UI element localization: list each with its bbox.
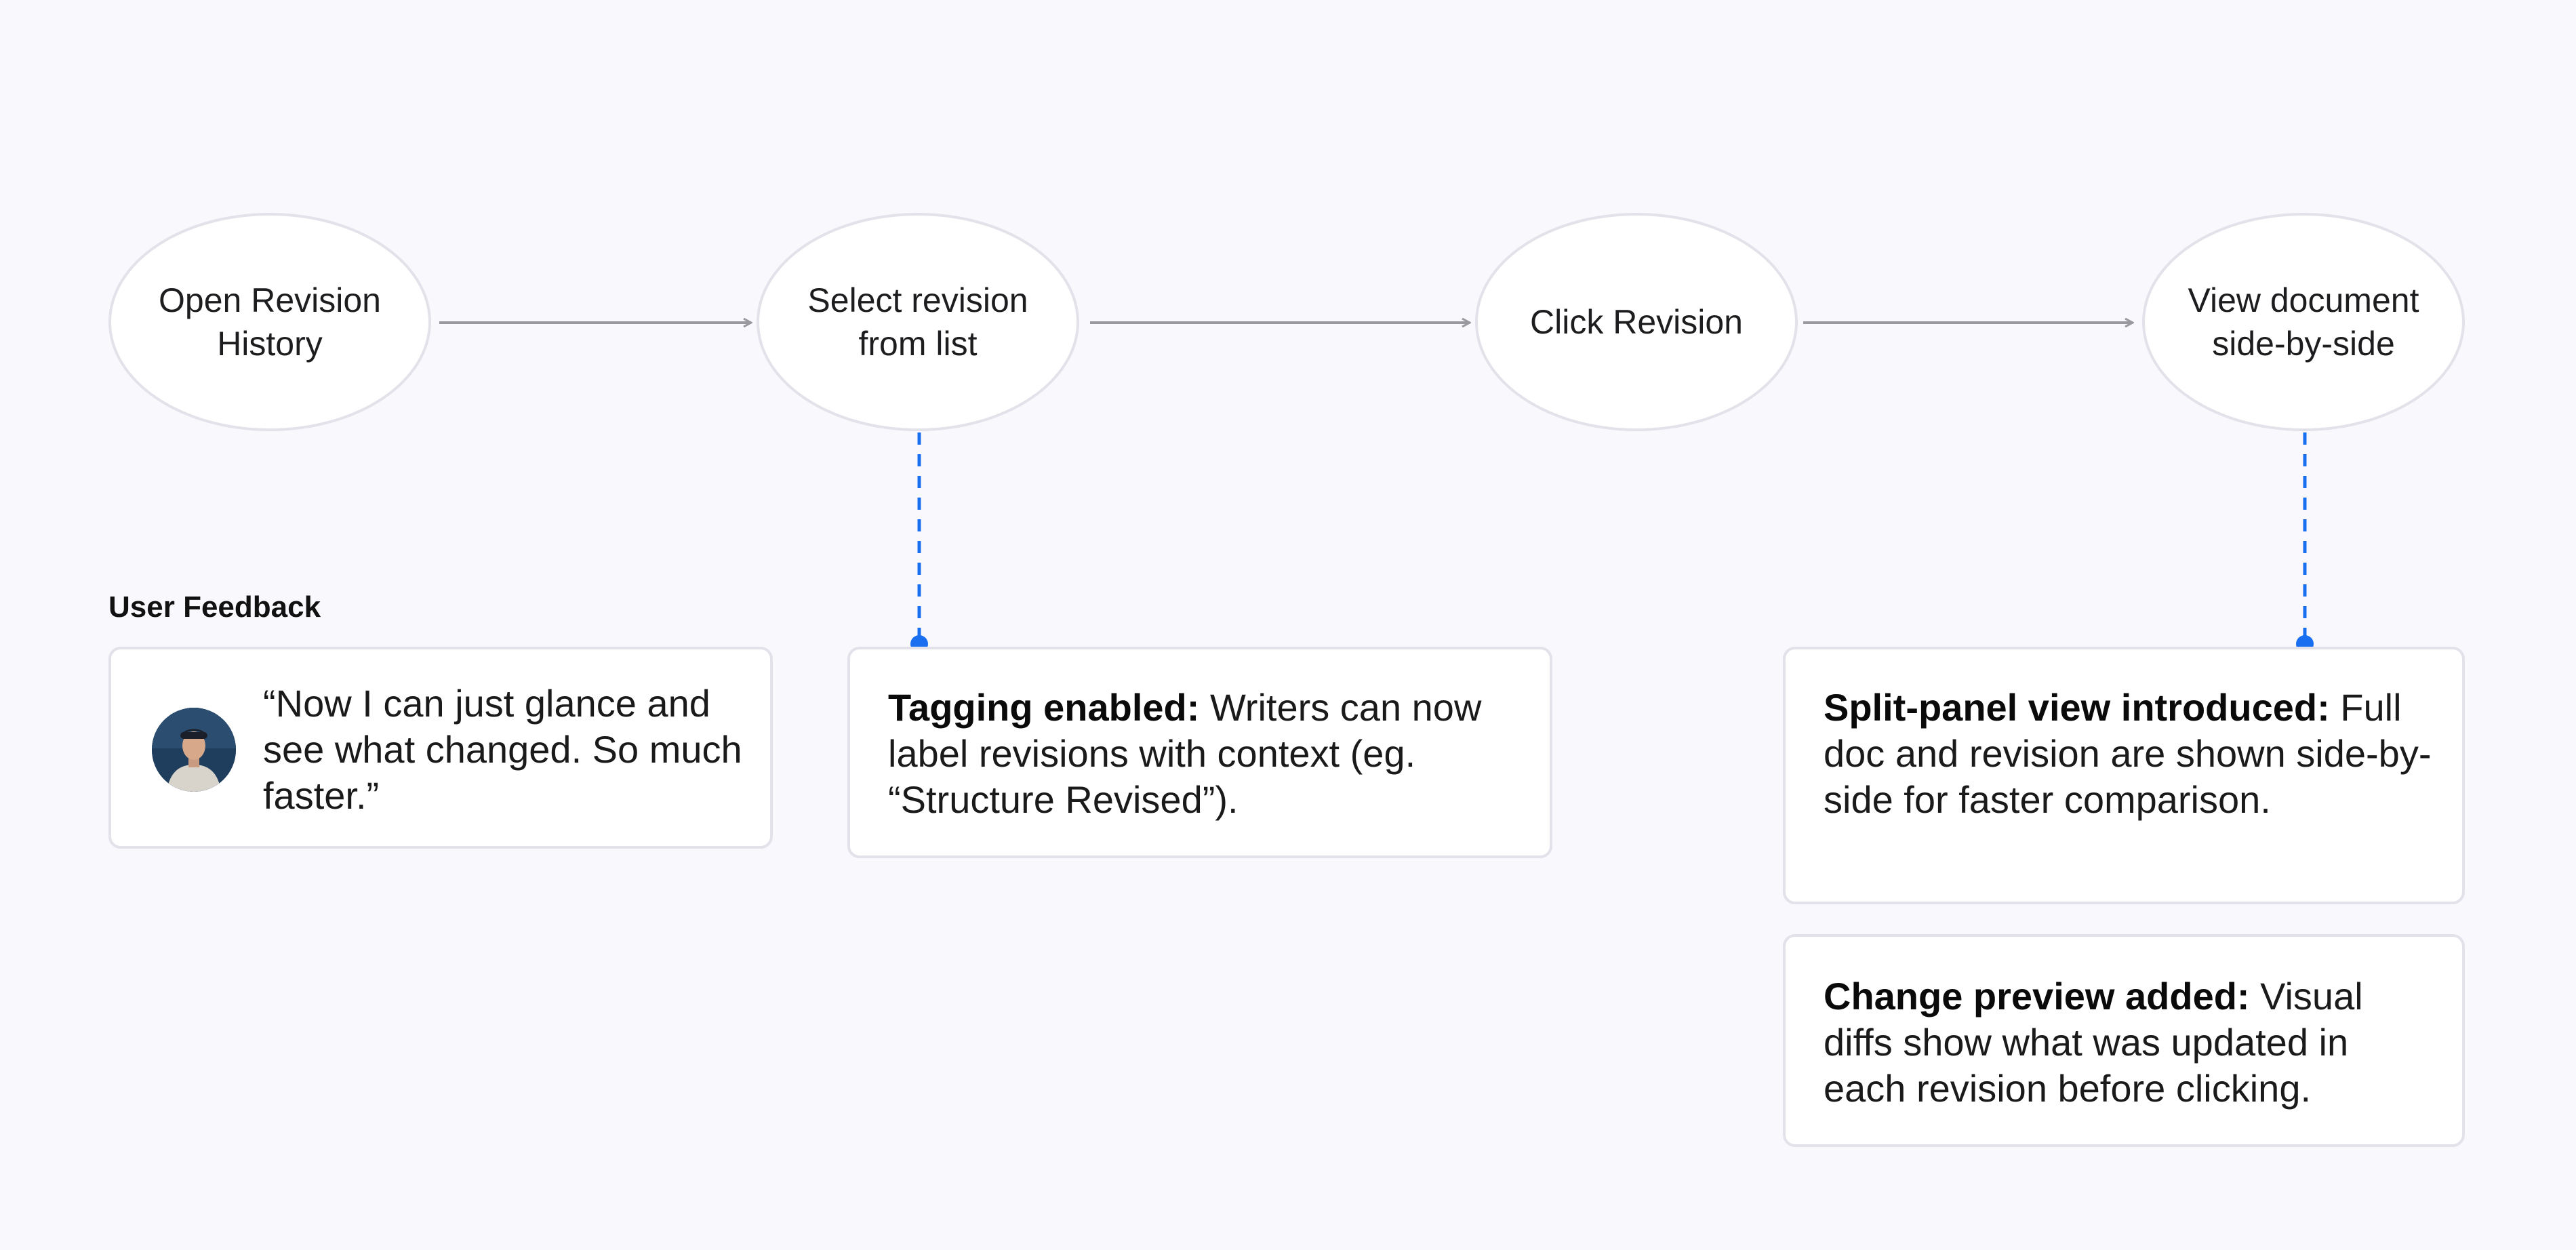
annotation-text: Tagging enabled: Writers can now label r… (888, 685, 1523, 823)
user-feedback-label: User Feedback (108, 590, 321, 624)
annotation-body: Writers can now label revisions with con… (888, 686, 1482, 821)
step-label: Open Revision History (159, 281, 381, 363)
annotation-text: Split-panel view introduced: Full doc an… (1824, 685, 2435, 823)
feedback-quote: “Now I can just glance and see what chan… (263, 682, 742, 817)
step-node-open-revision-history: Open Revision History (108, 213, 431, 431)
annotation-title: Change preview added: (1824, 975, 2250, 1017)
annotation-title: Tagging enabled: (888, 686, 1200, 729)
step-label: Select revision from list (807, 281, 1028, 363)
step-label: Click Revision (1530, 303, 1743, 341)
annotation-title: Split-panel view introduced: (1824, 686, 2330, 729)
annotation-card-split-panel: Split-panel view introduced: Full doc an… (1783, 647, 2465, 904)
step-label: View document side-by-side (2188, 281, 2419, 363)
user-feedback-card: “Now I can just glance and see what chan… (108, 647, 773, 849)
annotation-body: Full doc and revision are shown side-by-… (1824, 686, 2432, 821)
avatar-portrait-icon (152, 708, 236, 792)
step-node-click-revision: Click Revision (1475, 213, 1798, 431)
step-node-view-side-by-side: View document side-by-side (2142, 213, 2465, 431)
step-node-select-revision: Select revision from list (757, 213, 1079, 431)
annotation-card-tagging: Tagging enabled: Writers can now label r… (847, 647, 1552, 858)
user-avatar (152, 708, 236, 792)
annotation-card-change-preview: Change preview added: Visual diffs show … (1783, 934, 2465, 1147)
annotation-body: Visual diffs show what was updated in ea… (1824, 975, 2363, 1110)
annotation-text: Change preview added: Visual diffs show … (1824, 973, 2435, 1112)
